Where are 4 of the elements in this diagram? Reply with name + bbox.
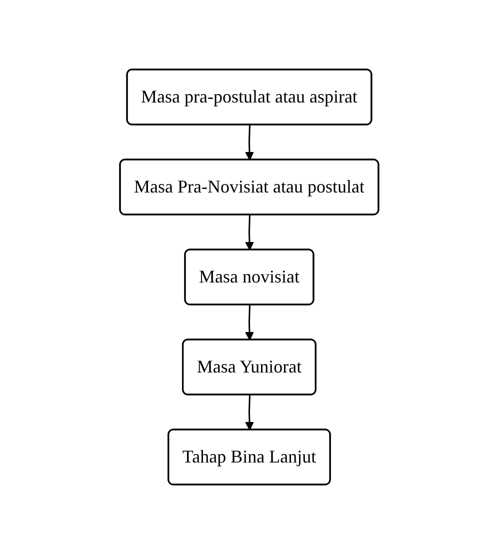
arrow	[245, 124, 254, 160]
arrow	[245, 394, 254, 430]
arrow	[245, 304, 254, 340]
arrow	[245, 214, 254, 250]
